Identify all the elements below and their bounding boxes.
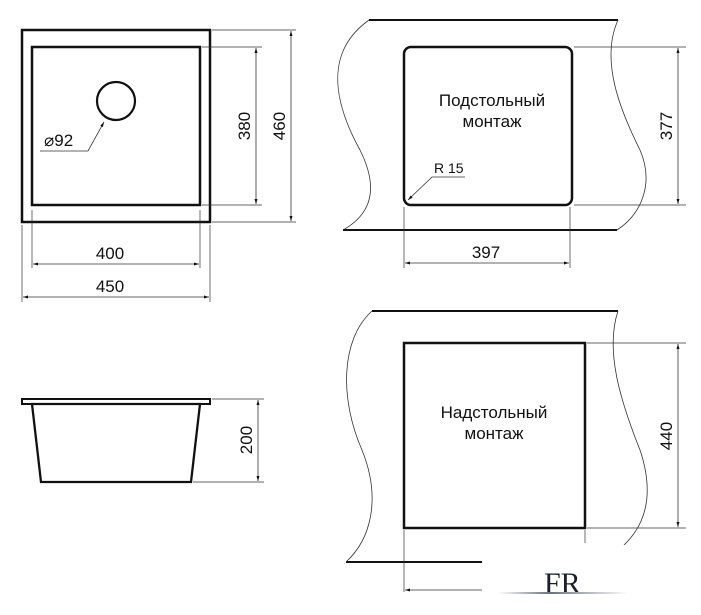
topmount-diagram: Надстольный монтаж 440 (345, 310, 686, 592)
undermount-diagram: Подстольный монтаж R 15 397 377 (337, 19, 686, 268)
undermount-cutout (402, 45, 574, 207)
top-view: ⌀92 400 450 380 460 (20, 28, 296, 302)
sink-side-bowl (30, 402, 202, 484)
side-view: 200 (21, 398, 264, 484)
countertop-break-left-2 (345, 310, 373, 563)
drain-diameter-label: ⌀92 (44, 131, 73, 150)
sink-bowl (30, 45, 202, 207)
inner-width-label: 400 (96, 244, 124, 263)
countertop-break-left (337, 19, 371, 231)
corner-radius-label: R 15 (434, 160, 464, 176)
undermount-label-line2: монтаж (463, 112, 523, 131)
depth-label: 200 (237, 426, 256, 454)
undermount-height-label: 377 (657, 112, 676, 140)
radius-leader-line (407, 176, 465, 201)
undermount-width-label: 397 (472, 243, 500, 262)
sink-outer-rim (20, 28, 212, 224)
countertop-break-right-2 (612, 310, 648, 546)
topmount-label-line1: Надстольный (441, 403, 548, 422)
topmount-height-label: 440 (657, 422, 676, 450)
drain-leader-line (40, 121, 105, 152)
topmount-label-line2: монтаж (465, 424, 525, 443)
topmount-cutout (402, 341, 587, 530)
drain-hole (95, 80, 137, 122)
outer-width-label: 450 (96, 277, 124, 296)
outer-height-label: 460 (270, 112, 289, 140)
brand-logo-text: FR (544, 567, 581, 600)
brand-logo-underline (498, 592, 628, 594)
brand-logo: FR (482, 545, 701, 615)
undermount-label-line1: Подстольный (439, 91, 545, 110)
countertop-break-right (610, 19, 647, 231)
inner-height-label: 380 (235, 112, 254, 140)
